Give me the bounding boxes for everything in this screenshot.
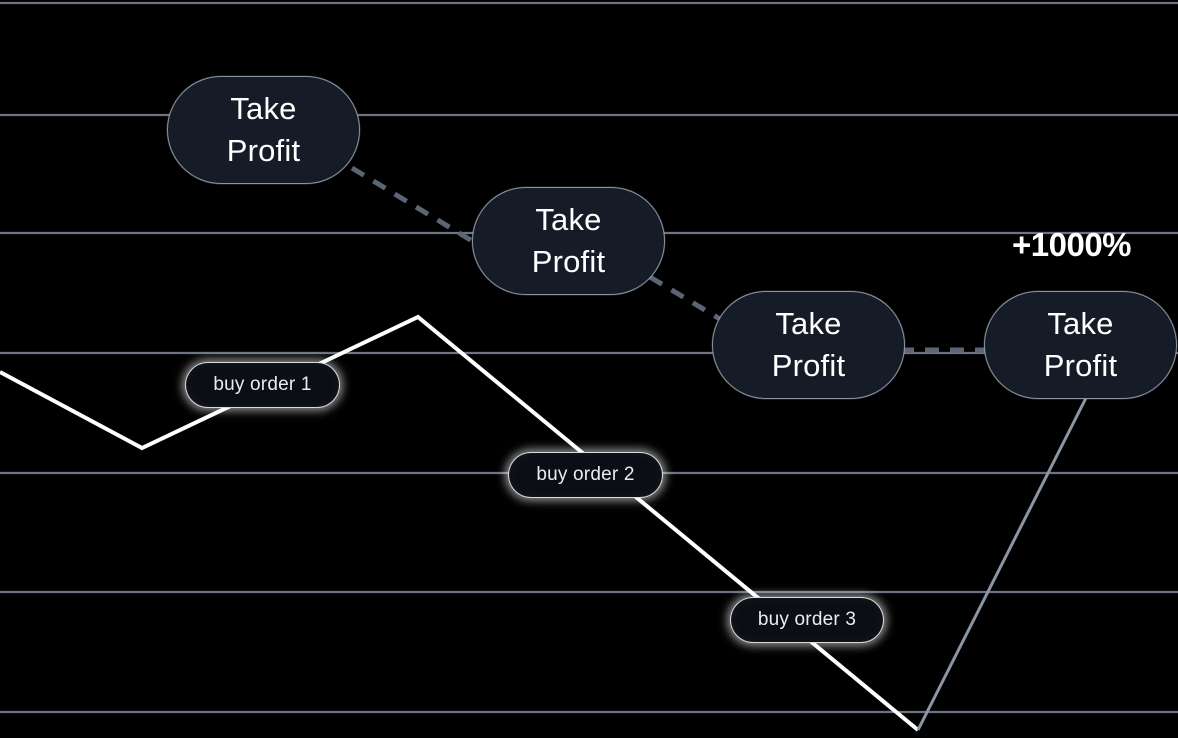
take-profit-label-line1: Take	[230, 91, 297, 126]
buy-order-label: buy order 2	[536, 464, 635, 485]
take-profit-label-line2: Profit	[226, 133, 301, 168]
series-recovery	[916, 397, 1088, 731]
take-profit-label-line1: Take	[535, 202, 602, 237]
buy-order-pill-3[interactable]: buy order 3	[730, 597, 884, 643]
take-profit-label-line2: Profit	[771, 348, 846, 383]
price-series-group	[0, 314, 1088, 732]
dashed-connectors-group	[350, 165, 990, 353]
take-profit-label-line2: Profit	[531, 244, 606, 279]
buy-order-pill-2[interactable]: buy order 2	[508, 452, 663, 498]
connector-tp1-tp2	[350, 165, 489, 253]
buy-order-pill-1[interactable]: buy order 1	[185, 362, 340, 408]
take-profit-label-line1: Take	[775, 306, 842, 341]
buy-order-label: buy order 1	[213, 374, 312, 395]
buy-order-label: buy order 3	[757, 609, 857, 630]
take-profit-label-line2: Profit	[1043, 348, 1118, 383]
take-profit-label-line1: Take	[1047, 306, 1114, 341]
gain-percentage-label: +1000%	[1012, 226, 1132, 263]
